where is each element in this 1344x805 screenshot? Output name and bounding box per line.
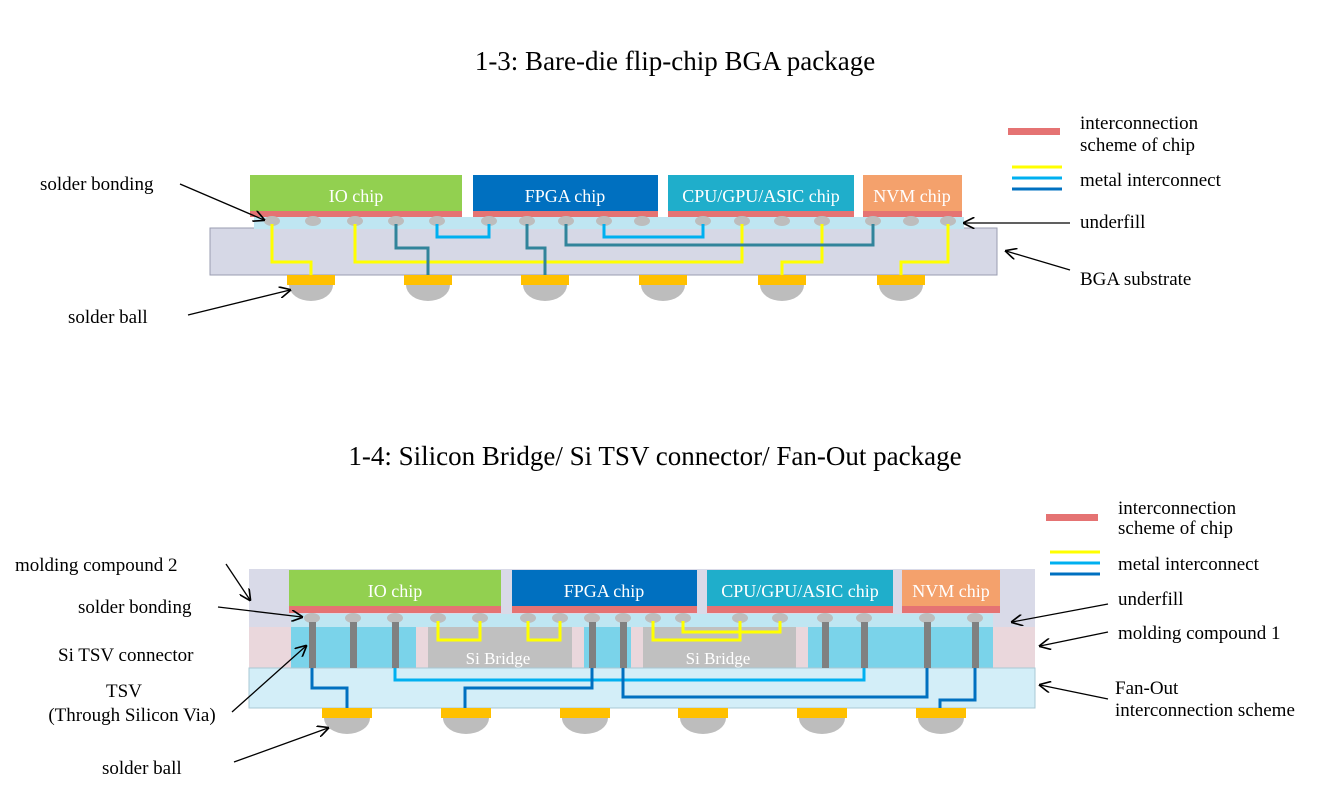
si-bridge-2 — [643, 627, 796, 668]
top-nvm-chip — [863, 175, 962, 213]
mold1-gap-2 — [572, 627, 584, 668]
top-metal-interconnects — [270, 224, 950, 278]
bottom-legend-scheme-line2: scheme of chip — [1118, 518, 1233, 539]
top-io-scheme — [250, 211, 462, 217]
si-bridge-2-label: Si Bridge — [686, 649, 751, 668]
top-solder-ball-label: solder ball — [68, 307, 148, 328]
bottom-nvm-chip — [902, 570, 1000, 608]
fanout-label-line1: Fan-Out — [1115, 678, 1179, 699]
bottom-solder-ball-label: solder ball — [102, 758, 182, 779]
bottom-io-scheme — [289, 606, 501, 613]
fanout-arrow — [1040, 685, 1109, 700]
bottom-fpga-chip-label: FPGA chip — [564, 581, 645, 601]
top-cpu-scheme — [668, 211, 854, 217]
bottom-io-chip — [289, 570, 501, 608]
top-substrate-arrow — [1006, 251, 1071, 271]
mold1-gap-1 — [416, 627, 428, 668]
bottom-cpu-chip-label: CPU/GPU/ASIC chip — [721, 581, 879, 601]
top-diagram: 1-3: Bare-die flip-chip BGA package IO c… — [40, 46, 1222, 328]
bottom-diagram: 1-4: Silicon Bridge/ Si TSV connector/ F… — [15, 441, 1295, 779]
bottom-legend-metal-label: metal interconnect — [1118, 554, 1260, 575]
bottom-fpga-scheme — [512, 606, 697, 613]
top-legend-metal-label: metal interconnect — [1080, 170, 1222, 191]
tsv-vias — [309, 622, 979, 668]
top-io-chip-label: IO chip — [329, 186, 383, 206]
bottom-io-chip-label: IO chip — [368, 581, 422, 601]
mold1-gap-3 — [631, 627, 643, 668]
bottom-legend-scheme-swatch — [1046, 514, 1098, 521]
si-tsv-connector-label: Si TSV connector — [58, 645, 194, 666]
top-fpga-chip — [473, 175, 658, 213]
top-legend-scheme-swatch — [1008, 128, 1060, 135]
bottom-legend: interconnection scheme of chip metal int… — [1046, 498, 1260, 576]
si-bridge-1 — [428, 627, 572, 668]
tsv-label-line1: TSV — [106, 681, 142, 702]
top-solder-ball-arrow — [187, 290, 290, 316]
top-nvm-chip-label: NVM chip — [873, 186, 951, 206]
top-io-chip — [250, 175, 462, 213]
mold1-gap-4 — [796, 627, 808, 668]
bottom-title: 1-4: Silicon Bridge/ Si TSV connector/ F… — [348, 441, 961, 471]
top-nvm-scheme — [863, 211, 962, 217]
bottom-nvm-chip-label: NVM chip — [912, 581, 990, 601]
top-substrate-label: BGA substrate — [1080, 269, 1191, 290]
bottom-cpu-scheme — [707, 606, 893, 613]
molding-compound-1-right — [993, 627, 1035, 668]
top-cpu-chip — [668, 175, 854, 213]
top-solder-bumps — [264, 216, 956, 226]
bottom-underfill-arrow — [1012, 603, 1109, 622]
fanout-label-line2: interconnection scheme — [1115, 700, 1295, 721]
top-fpga-scheme — [473, 211, 658, 217]
molding-compound-1-left — [249, 627, 291, 668]
fan-out-layer — [248, 667, 1036, 709]
molding-compound-2-label: molding compound 2 — [15, 555, 178, 576]
molding-compound-1-arrow — [1040, 631, 1109, 646]
bottom-legend-scheme-line1: interconnection — [1118, 498, 1237, 519]
top-legend-scheme-line1: interconnection — [1080, 113, 1199, 134]
top-solder-bonding-label: solder bonding — [40, 174, 154, 195]
bottom-underfill-label: underfill — [1118, 589, 1183, 610]
top-title: 1-3: Bare-die flip-chip BGA package — [475, 46, 875, 76]
bottom-cpu-chip — [707, 570, 893, 608]
bottom-metal-interconnects — [310, 621, 977, 712]
bottom-solder-bumps — [304, 613, 983, 623]
tsv-arrow — [231, 646, 306, 713]
bottom-nvm-scheme — [902, 606, 1000, 613]
bottom-solder-bonding-label: solder bonding — [78, 597, 192, 618]
molding-compound-2-arrow — [225, 563, 250, 600]
bottom-fpga-chip — [512, 570, 697, 608]
top-legend: interconnection scheme of chip metal int… — [1008, 113, 1222, 191]
tsv-label-line2: (Through Silicon Via) — [48, 705, 215, 726]
top-solder-balls — [287, 275, 925, 301]
bottom-solder-ball-arrow — [233, 728, 328, 763]
top-fpga-chip-label: FPGA chip — [525, 186, 606, 206]
top-legend-scheme-line2: scheme of chip — [1080, 135, 1195, 156]
si-bridge-1-label: Si Bridge — [466, 649, 531, 668]
top-underfill-label: underfill — [1080, 212, 1145, 233]
top-solder-bonding-arrow — [179, 183, 264, 220]
bottom-solder-bonding-arrow — [217, 606, 302, 617]
molding-compound-1-label: molding compound 1 — [1118, 623, 1281, 644]
top-cpu-chip-label: CPU/GPU/ASIC chip — [682, 186, 840, 206]
bottom-solder-balls — [322, 708, 966, 734]
